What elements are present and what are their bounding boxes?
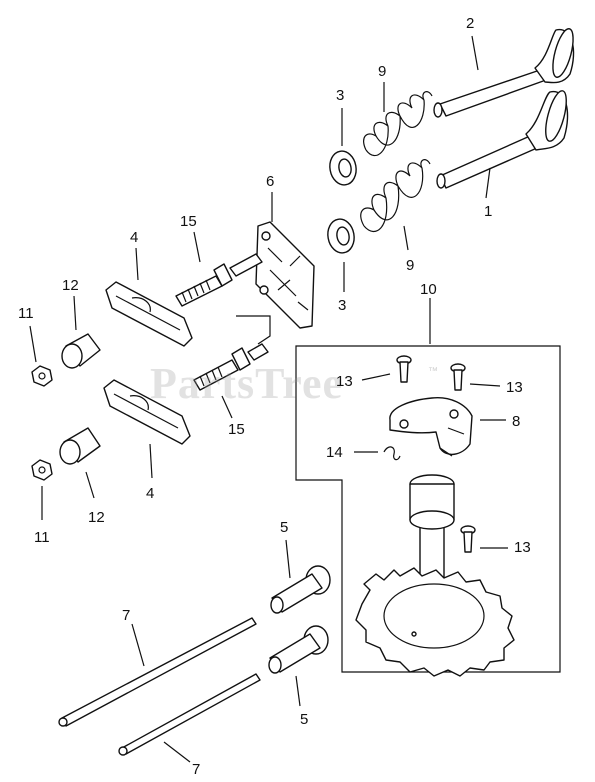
callout-guide-plate: 6	[266, 173, 275, 190]
callout-retainer-bottom: 3	[338, 297, 347, 314]
callout-stud-lower: 15	[228, 421, 245, 438]
tappet-top[interactable]	[270, 565, 331, 614]
assembly-outline	[295, 345, 561, 673]
callout-pushrod-bottom: 7	[192, 761, 201, 778]
callout-valve-bottom: 1	[484, 203, 493, 220]
callout-nut-bottom: 11	[34, 529, 50, 546]
callout-spring-bottom: 9	[406, 257, 415, 274]
screw-right[interactable]	[450, 363, 466, 391]
adjuster-bottom[interactable]	[59, 427, 101, 465]
callout-spring-top: 9	[378, 63, 387, 80]
tappet-bottom[interactable]	[268, 625, 329, 674]
callout-rocker-top: 4	[130, 229, 139, 246]
callout-camshaft-assembly: 10	[420, 281, 437, 298]
callout-valve-top: 2	[466, 15, 475, 32]
watermark-trademark: ™	[428, 366, 438, 377]
valve-top[interactable]	[433, 27, 577, 118]
callout-adjuster-top: 12	[62, 277, 79, 294]
callout-screw-lower: 13	[514, 539, 531, 556]
screw-left[interactable]	[396, 355, 412, 383]
callout-rocker-bottom: 4	[146, 485, 155, 502]
stud[interactable]	[175, 253, 263, 307]
callout-nut-top: 11	[18, 305, 34, 322]
spring-top[interactable]	[363, 91, 433, 157]
pushrod-top[interactable]	[58, 617, 257, 727]
cam-gear[interactable]	[355, 567, 515, 677]
callout-tappet-bottom: 5	[300, 711, 309, 728]
rocker-top[interactable]	[105, 281, 193, 347]
callout-pushrod-top: 7	[122, 607, 131, 624]
screw-lower[interactable]	[460, 525, 476, 553]
pushrod-bottom[interactable]	[118, 673, 261, 756]
nut-bottom[interactable]	[31, 459, 53, 481]
callout-spring-small: 14	[326, 444, 343, 461]
callout-tappet-top: 5	[280, 519, 289, 536]
rocker-bottom[interactable]	[103, 379, 191, 445]
stud-lower[interactable]	[193, 343, 269, 391]
callout-screw-right: 13	[506, 379, 523, 396]
spring-small[interactable]	[383, 446, 401, 461]
retainer-bottom[interactable]	[325, 217, 357, 255]
callout-screw-left: 13	[336, 373, 353, 390]
valve-bottom[interactable]	[436, 89, 570, 189]
adjuster-top[interactable]	[61, 333, 101, 369]
callout-stud: 15	[180, 213, 197, 230]
decompressor[interactable]	[389, 397, 473, 457]
nut-top[interactable]	[31, 365, 53, 387]
callout-retainer-top: 3	[336, 87, 345, 104]
watermark: PartsTree	[150, 359, 344, 408]
spring-bottom[interactable]	[360, 159, 431, 232]
callout-adjuster-bottom: 12	[88, 509, 105, 526]
callout-decompressor: 8	[512, 413, 521, 430]
guide-plate[interactable]	[255, 221, 315, 329]
retainer-top[interactable]	[327, 149, 359, 187]
